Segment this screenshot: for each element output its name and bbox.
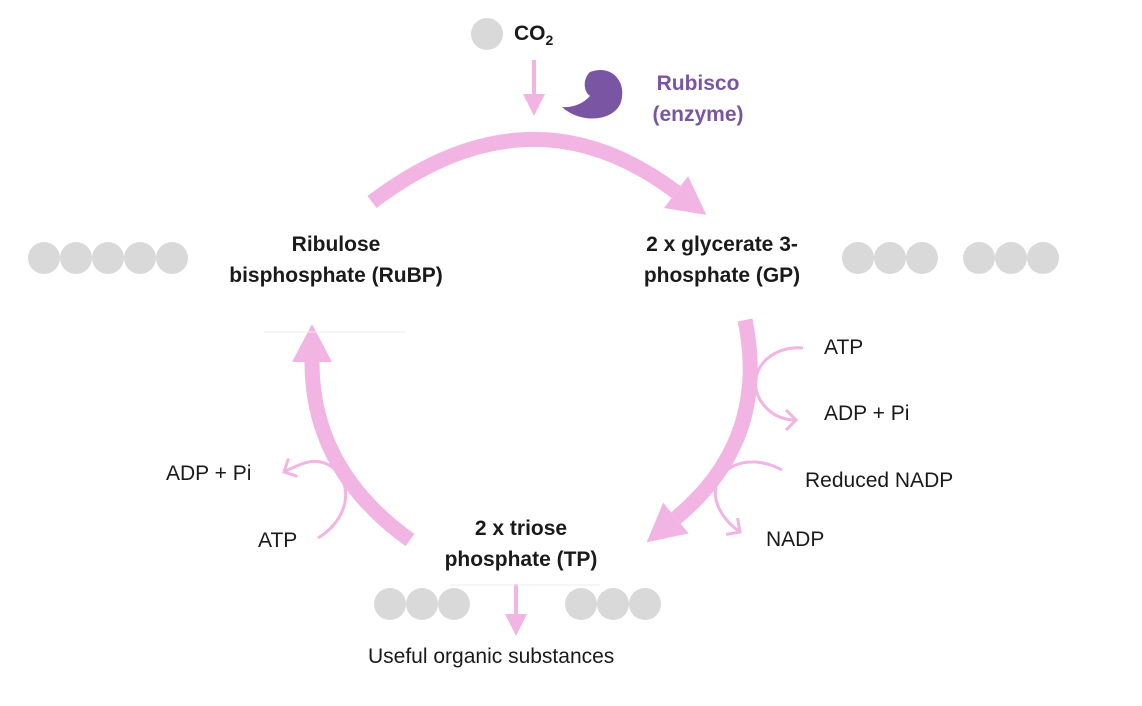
rubisco-label: Rubisco (enzyme) — [628, 68, 768, 130]
co2-subscript: 2 — [545, 32, 554, 49]
left-adp-pi-label: ADP + Pi — [166, 462, 252, 485]
tp-label: 2 x triose phosphate (TP) — [416, 513, 626, 575]
tp-molecule — [374, 588, 470, 620]
co2-label: CO2 — [514, 22, 553, 48]
tp-line2: phosphate (TP) — [444, 548, 598, 571]
gp-molecule — [842, 242, 938, 274]
left-atp-to-adp-arrow — [282, 458, 348, 540]
rubisco-icon — [562, 70, 623, 119]
reduced-nadp-to-nadp-arrow — [713, 460, 783, 536]
right-adp-pi-label: ADP + Pi — [824, 402, 910, 425]
rubp-line2: bisphosphate (RuBP) — [229, 264, 443, 287]
gp-label: 2 x glycerate 3- phosphate (GP) — [612, 229, 832, 291]
carboxylation-arrow — [367, 131, 707, 215]
rubp-molecule — [28, 242, 188, 274]
tp-line1: 2 x triose — [474, 517, 568, 540]
gp-line2: phosphate (GP) — [643, 264, 801, 287]
reduced-nadp-label: Reduced NADP — [805, 469, 954, 492]
gp-molecule — [963, 242, 1059, 274]
co2-molecule — [471, 18, 503, 50]
rubisco-type: (enzyme) — [652, 103, 744, 126]
output-label: Useful organic substances — [368, 645, 615, 668]
tp-molecule — [565, 588, 661, 620]
rubp-label: Ribulose bisphosphate (RuBP) — [206, 229, 466, 291]
gp-line1: 2 x glycerate 3- — [646, 233, 798, 256]
regeneration-arrow — [292, 324, 415, 547]
atp-to-adp-arrow — [754, 346, 804, 432]
rubisco-name: Rubisco — [656, 72, 740, 95]
nadp-label: NADP — [766, 528, 825, 551]
reduction-arrow — [646, 318, 758, 543]
rubp-line1: Ribulose — [291, 233, 381, 256]
co2-text: CO — [514, 22, 546, 45]
right-atp-label: ATP — [824, 336, 864, 359]
left-atp-label: ATP — [258, 529, 298, 552]
